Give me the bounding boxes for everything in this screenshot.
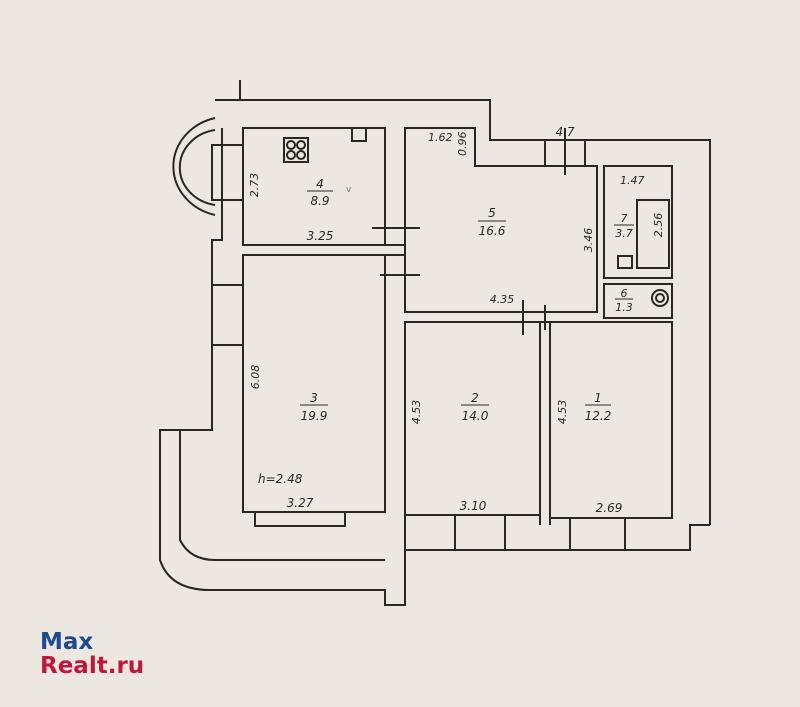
kitchen-sink bbox=[351, 127, 367, 142]
room-4-area: 8.9 bbox=[310, 194, 329, 208]
room-7-number: 7 bbox=[621, 212, 628, 225]
ceiling-height: h=2.48 bbox=[258, 472, 303, 486]
room-5-dim-c: 4.7 bbox=[555, 125, 574, 139]
watermark-line2: Realt.ru bbox=[40, 653, 145, 679]
room-5-area: 16.6 bbox=[479, 224, 506, 238]
watermark-logo: Max Realt.ru bbox=[40, 630, 144, 678]
room-4-number: 4 bbox=[316, 177, 324, 191]
bathtub bbox=[636, 199, 670, 269]
room-7-area: 3.7 bbox=[615, 227, 633, 240]
room-1-width-dim: 2.69 bbox=[596, 501, 623, 515]
window bbox=[211, 284, 244, 346]
room-6-outline bbox=[603, 283, 673, 319]
room-6-number: 6 bbox=[621, 287, 628, 300]
room-2-height-dim: 4.53 bbox=[410, 400, 423, 425]
room-7-dim-b: 2.56 bbox=[652, 213, 665, 238]
check-mark: v bbox=[346, 185, 352, 195]
room-5-dim-e: 4.35 bbox=[490, 293, 515, 306]
window bbox=[254, 511, 346, 527]
room-5-number: 5 bbox=[488, 206, 496, 220]
room-3-number: 3 bbox=[310, 391, 318, 405]
window bbox=[569, 517, 626, 551]
balcony bbox=[172, 117, 216, 216]
room-7-outline bbox=[603, 165, 673, 279]
room-4-height-dim: 2.73 bbox=[248, 173, 261, 198]
window bbox=[211, 144, 244, 201]
sink bbox=[617, 255, 633, 269]
room-6-area: 1.3 bbox=[615, 301, 633, 314]
room-1-number: 1 bbox=[594, 391, 602, 405]
walls bbox=[159, 80, 711, 606]
watermark-line1: Max bbox=[40, 629, 94, 655]
room-2-width-dim: 3.10 bbox=[460, 499, 487, 513]
room-3-height-dim: 6.08 bbox=[249, 365, 262, 390]
room-5-dim-d: 3.46 bbox=[582, 228, 595, 253]
room-4-width-dim: 3.25 bbox=[307, 229, 334, 243]
room-3-width-dim: 3.27 bbox=[287, 496, 314, 510]
room-4-outline bbox=[242, 127, 386, 246]
room-5-dim-b: 0.96 bbox=[456, 132, 469, 157]
room-2-number: 2 bbox=[471, 391, 479, 405]
room-5-dim-a: 1.62 bbox=[428, 131, 453, 144]
labels: 4 8.9 v 2.73 3.25 5 16.6 1.62 0.96 4.7 3… bbox=[248, 125, 665, 515]
room-2-area: 14.0 bbox=[462, 409, 489, 423]
room-5-outline bbox=[404, 127, 598, 313]
toilet bbox=[651, 289, 669, 307]
room-3-area: 19.9 bbox=[301, 409, 328, 423]
room-1-area: 12.2 bbox=[585, 409, 612, 423]
stove bbox=[283, 137, 309, 163]
room-7-dim-a: 1.47 bbox=[620, 174, 645, 187]
window bbox=[454, 514, 506, 551]
room-1-height-dim: 4.53 bbox=[556, 400, 569, 425]
